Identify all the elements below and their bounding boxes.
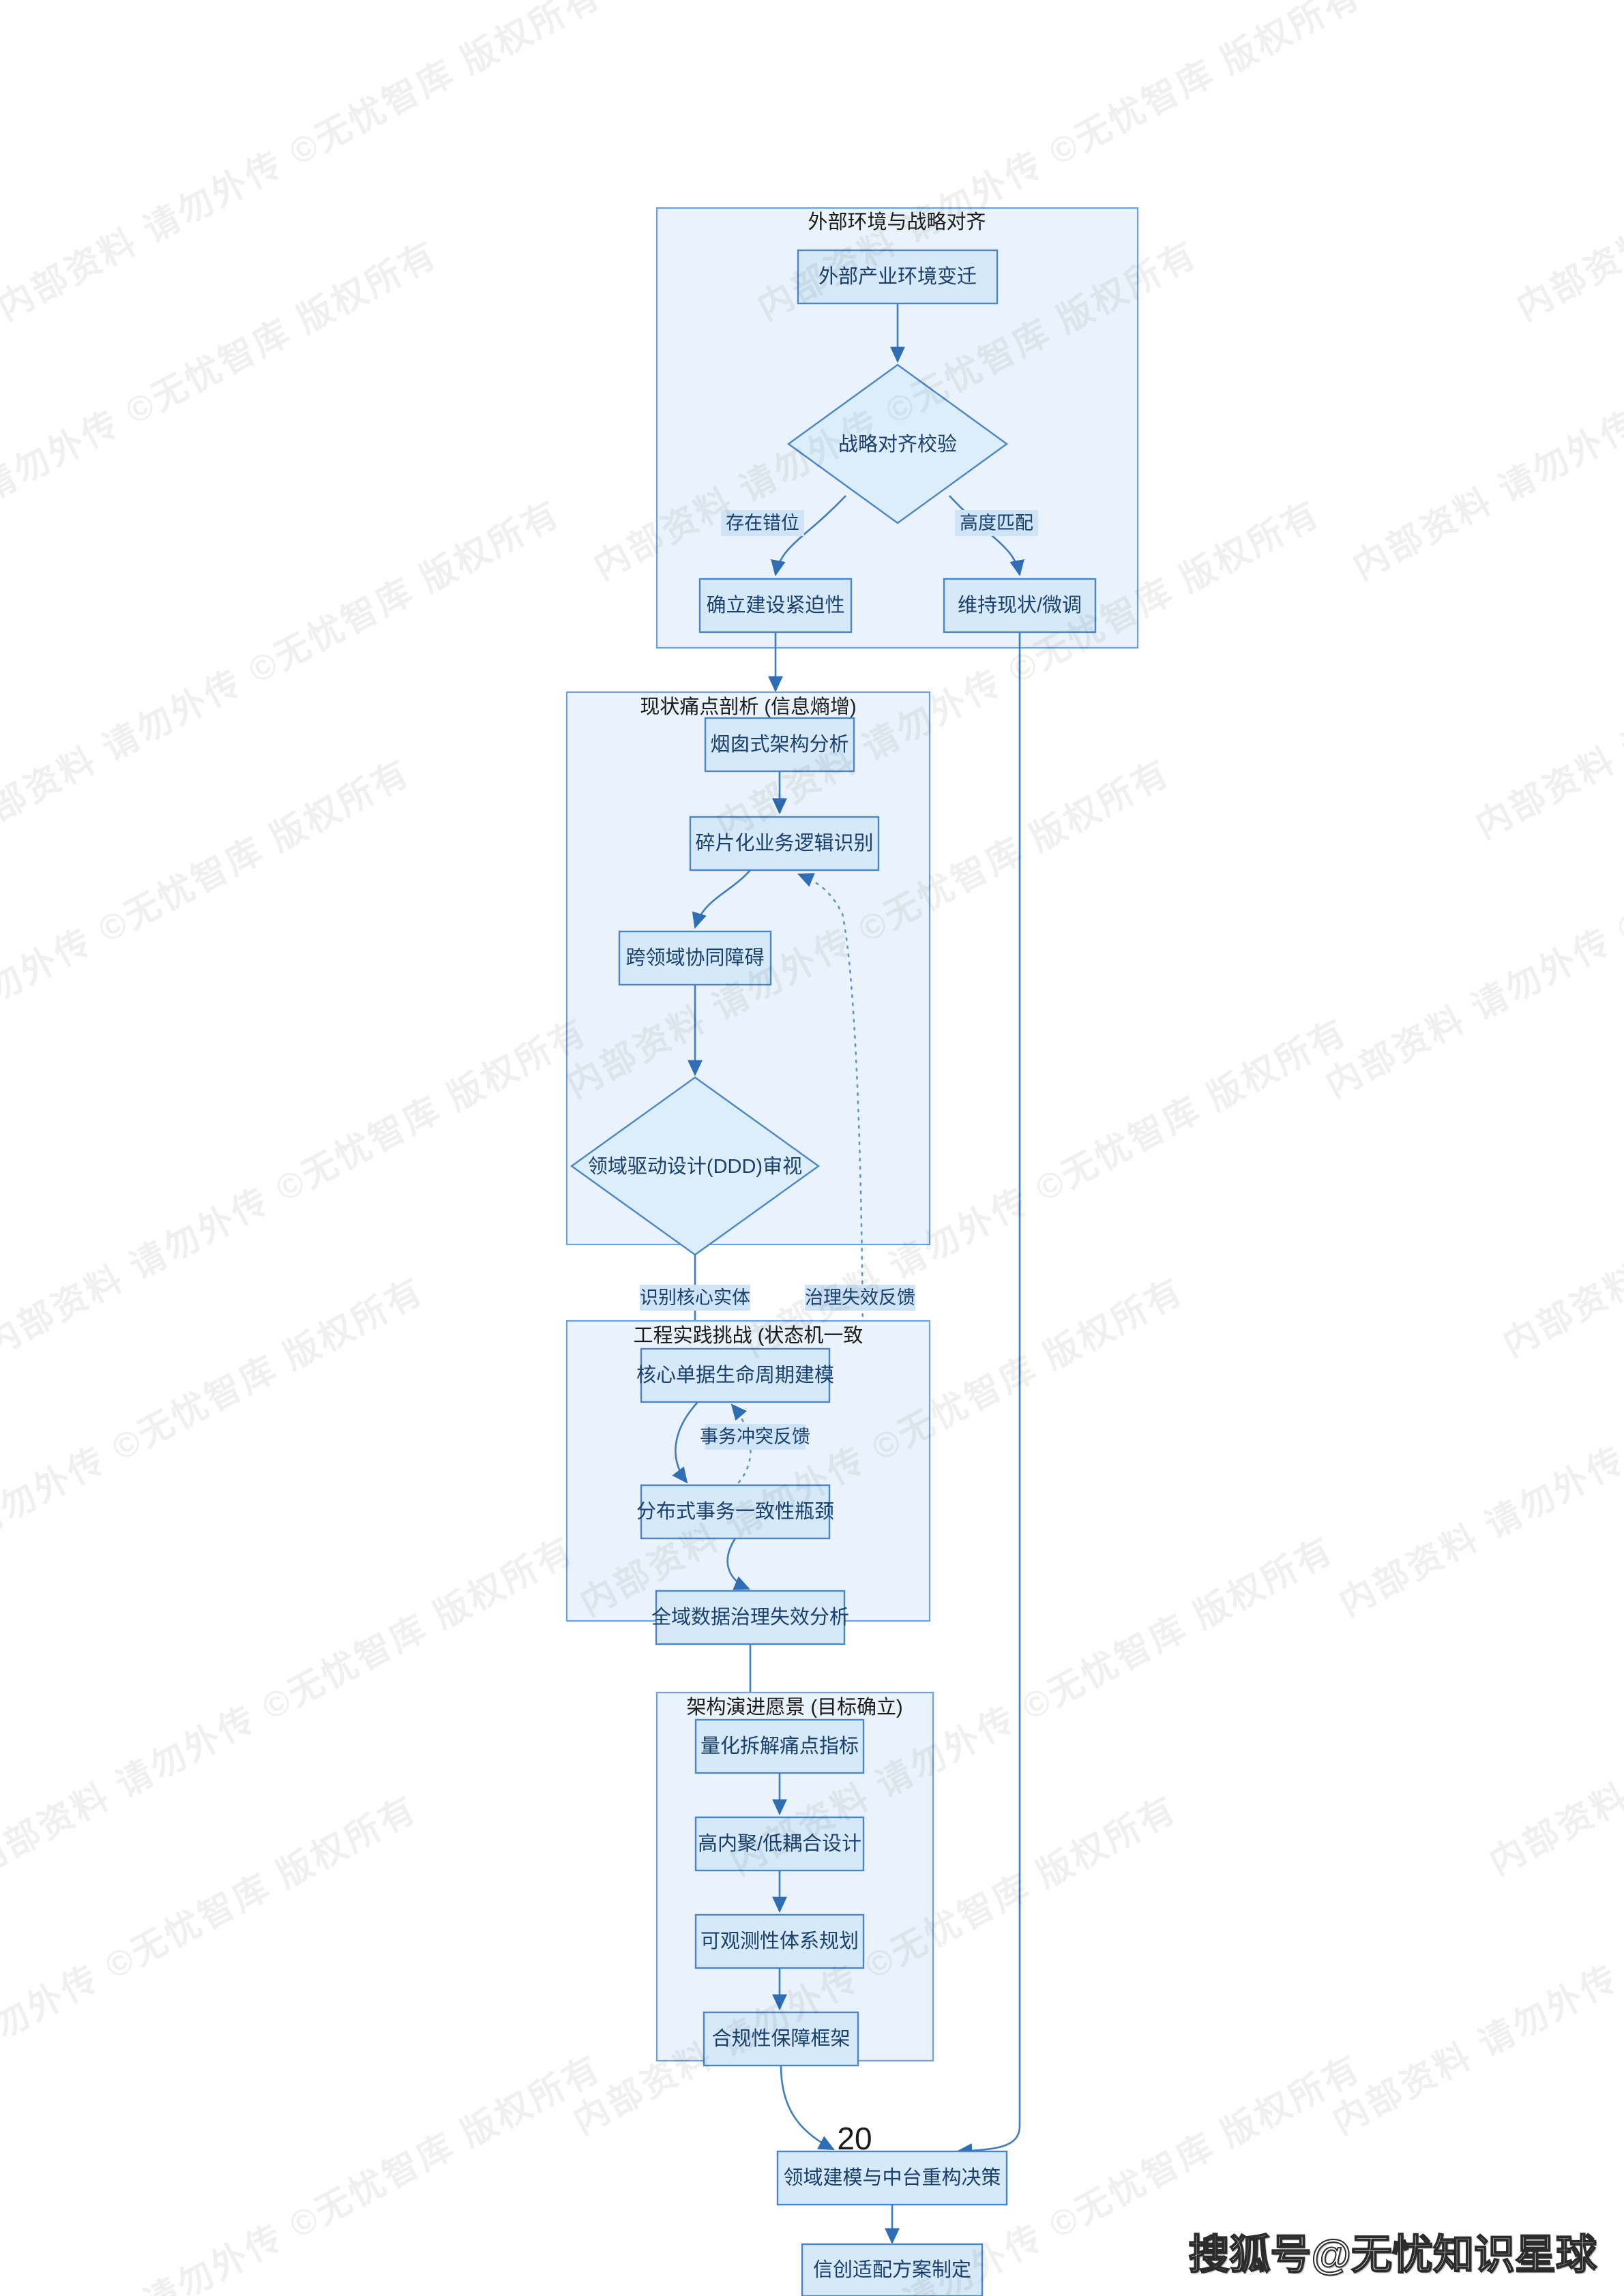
edge-label-text: 治理失效反馈: [805, 1287, 915, 1308]
node-label: 烟囱式架构分析: [710, 733, 848, 756]
node-strategy-alignment-check[interactable]: 战略对齐校验: [786, 363, 1009, 524]
cluster-external-environment: 外部环境与战略对齐 外部产业环境变迁 战略对齐校验 存在错位: [655, 207, 1139, 649]
node-keep-status-quo[interactable]: 维持现状/微调: [943, 578, 1097, 633]
cluster-title-4: 架构演进愿景 (目标确立): [686, 1696, 902, 1718]
node-xinchuang-adaptation-plan[interactable]: 信创适配方案制定: [801, 2243, 984, 2296]
node-label: 确立建设紧迫性: [706, 594, 844, 616]
edge-n15-n16: [780, 2065, 835, 2151]
edge-label-text: 高度匹配: [960, 513, 1033, 533]
node-ddd-review[interactable]: 领域驱动设计(DDD)审视: [570, 1076, 821, 1256]
edge-n9-n10: [672, 1401, 698, 1484]
node-external-industry-change[interactable]: 外部产业环境变迁: [797, 249, 999, 305]
node-global-data-governance-failure[interactable]: 全域数据治理失效分析: [651, 1590, 849, 1645]
cluster-architecture-vision: 架构演进愿景 (目标确立) 量化拆解痛点指标 高内聚/低耦合设计 可观测性体系规…: [655, 1691, 934, 2067]
edge-label-misalignment: 存在错位: [721, 510, 804, 536]
edge-label-governance-failure-feedback: 治理失效反馈: [805, 1285, 915, 1311]
cluster-engineering-challenges: 工程实践挑战 (状态机一致 核心单据生命周期建模 事务冲突反馈 分布式事务一致性…: [565, 1320, 931, 1645]
edge-label-text: 识别核心实体: [640, 1287, 750, 1308]
edge-n2-n3: [771, 495, 846, 577]
edge-n2-n4: [949, 495, 1024, 577]
node-label: 领域驱动设计(DDD)审视: [588, 1155, 802, 1178]
edge-n6-n7: [692, 869, 751, 929]
node-label: 信创适配方案制定: [813, 2258, 971, 2281]
node-label: 核心单据生命周期建模: [636, 1364, 834, 1386]
brand-watermark: 搜狐号@无忧知识星球: [1187, 2231, 1597, 2278]
node-label: 战略对齐校验: [838, 433, 957, 456]
node-cross-domain-barrier[interactable]: 跨领域协同障碍: [618, 930, 772, 986]
node-label: 碎片化业务逻辑识别: [695, 832, 873, 854]
edge-label-identify-core-entity: 识别核心实体: [640, 1285, 750, 1311]
node-label: 量化拆解痛点指标: [700, 1735, 859, 1757]
node-label: 跨领域协同障碍: [625, 946, 764, 969]
edge-label-high-match: 高度匹配: [955, 510, 1038, 536]
node-fragmented-logic-identification[interactable]: 碎片化业务逻辑识别: [689, 816, 880, 871]
node-silo-architecture-analysis[interactable]: 烟囱式架构分析: [704, 717, 855, 773]
node-label: 高内聚/低耦合设计: [698, 1832, 861, 1855]
node-label: 可观测性体系规划: [700, 1930, 859, 1952]
cluster-title-1: 外部环境与战略对齐: [808, 211, 986, 233]
cluster-pain-point-analysis: 现状痛点剖析 (信息熵增) 烟囱式架构分析 碎片化业务逻辑识别 跨领域协同障碍: [565, 691, 931, 1256]
edge-label-text: 事务冲突反馈: [700, 1427, 810, 1447]
cluster-title-2: 现状痛点剖析 (信息熵增): [640, 696, 856, 718]
node-label: 全域数据治理失效分析: [651, 1606, 849, 1628]
node-observability-planning[interactable]: 可观测性体系规划: [694, 1913, 865, 1969]
page-number: 20: [837, 2121, 872, 2156]
node-label: 维持现状/微调: [958, 594, 1082, 616]
node-establish-urgency[interactable]: 确立建设紧迫性: [698, 578, 853, 633]
edge-n11-n6-governance-feedback: [797, 873, 864, 1522]
node-quantify-pain-metrics[interactable]: 量化拆解痛点指标: [694, 1718, 865, 1774]
edge-n10-n11: [726, 1538, 750, 1590]
node-domain-modeling-decision[interactable]: 领域建模与中台重构决策: [776, 2150, 1008, 2206]
edge-label-transaction-conflict-feedback: 事务冲突反馈: [700, 1424, 810, 1450]
node-distributed-transaction-bottleneck[interactable]: 分布式事务一致性瓶颈: [636, 1484, 834, 1540]
node-label: 领域建模与中台重构决策: [783, 2166, 1001, 2189]
edge-label-text: 存在错位: [726, 513, 799, 533]
node-core-document-lifecycle-modeling[interactable]: 核心单据生命周期建模: [636, 1347, 834, 1403]
node-label: 合规性保障框架: [711, 2027, 850, 2050]
edge-n4-n16: [956, 632, 1021, 2158]
node-high-cohesion-low-coupling[interactable]: 高内聚/低耦合设计: [694, 1816, 865, 1872]
node-label: 外部产业环境变迁: [818, 265, 977, 288]
node-compliance-framework[interactable]: 合规性保障框架: [703, 2011, 859, 2067]
cluster-title-3: 工程实践挑战 (状态机一致: [634, 1324, 863, 1347]
node-label: 分布式事务一致性瓶颈: [636, 1500, 834, 1523]
